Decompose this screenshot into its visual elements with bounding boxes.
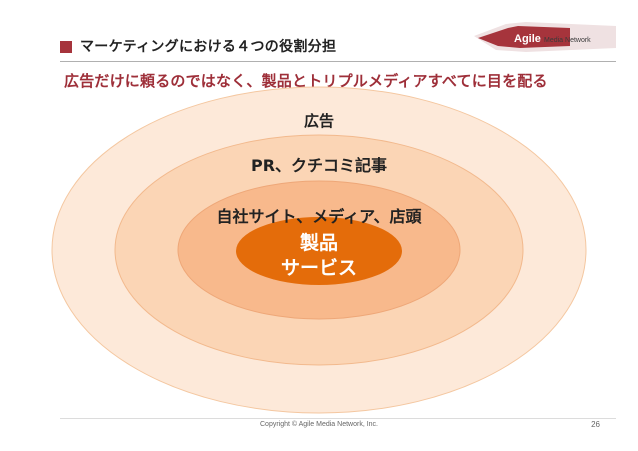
logo-brand-text: Agile [514,33,541,45]
agile-media-network-logo: Agile Media Network [474,22,616,52]
page-number: 26 [591,420,600,429]
inner-label: 自社サイト、メディア、店頭 [216,207,422,226]
outer-label: 広告 [303,112,334,130]
header-divider [60,61,616,62]
core-ellipse [236,217,402,285]
core-label-line1: 製品 [299,232,338,254]
core-label-line2: サービス [280,257,357,279]
footer-bar [60,418,616,433]
middle-label: PR、クチコミ記事 [250,156,388,175]
copyright-text: Copyright © Agile Media Network, Inc. [260,421,378,428]
page-subtitle: 広告だけに頼るのではなく、製品とトリプルメディアすべてに目を配る [64,72,548,90]
logo-suffix-text: Media Network [544,37,591,44]
title-bullet-square [60,41,72,53]
page-title: マーケティングにおける４つの役割分担 [80,39,337,55]
